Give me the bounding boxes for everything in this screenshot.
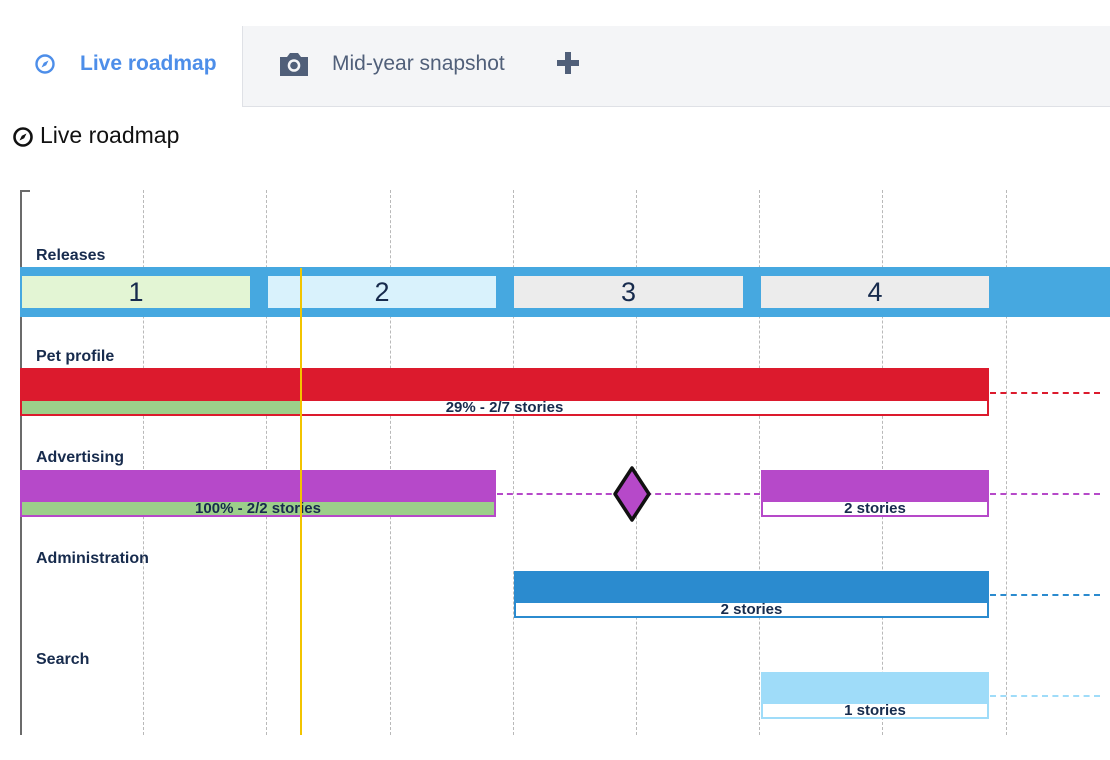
progress-bar-advertising: 100% - 2/2 stories [20, 500, 496, 517]
epic-bar-advertising-2[interactable] [761, 470, 989, 500]
tab-label: Mid-year snapshot [332, 52, 505, 75]
epic-bar-administration[interactable] [514, 571, 989, 601]
progress-fill [22, 401, 302, 414]
tab-bar: Live roadmap Mid-year snapshot [0, 26, 1110, 107]
epic-label-advertising: Advertising [36, 449, 125, 466]
compass-icon [35, 54, 55, 74]
dependency-line [990, 695, 1100, 697]
plus-icon[interactable] [555, 50, 581, 76]
release-1[interactable]: 1 [22, 276, 250, 308]
epic-label-pet-profile: Pet profile [36, 348, 115, 365]
progress-text: 2 stories [844, 500, 906, 517]
milestone-diamond-icon[interactable] [612, 465, 652, 523]
epic-label-search: Search [36, 651, 90, 668]
progress-bar-pet-profile: 29% - 2/7 stories [20, 399, 989, 416]
gridline [390, 190, 391, 735]
tab-live-roadmap[interactable]: Live roadmap [0, 26, 243, 107]
gridline [513, 190, 514, 735]
axis-cap [20, 190, 30, 192]
gridline [266, 190, 267, 735]
page-title: Live roadmap [40, 122, 180, 148]
release-2[interactable]: 2 [268, 276, 496, 308]
progress-text: 29% - 2/7 stories [445, 399, 564, 416]
progress-bar-advertising-2: 2 stories [761, 500, 989, 517]
dependency-line [990, 594, 1100, 596]
gridline [143, 190, 144, 735]
epic-bar-search[interactable] [761, 672, 989, 702]
gridline [759, 190, 760, 735]
dependency-line [990, 493, 1100, 495]
progress-fill [22, 502, 494, 515]
gridline [1006, 190, 1007, 735]
gridline [882, 190, 883, 735]
releases-label: Releases [36, 247, 106, 264]
progress-text: 2 stories [720, 601, 783, 618]
release-3[interactable]: 3 [514, 276, 743, 308]
camera-icon [280, 53, 308, 76]
tab-mid-year-snapshot[interactable]: Mid-year snapshot [243, 26, 533, 106]
progress-text: 1 stories [844, 702, 906, 719]
epic-label-administration: Administration [36, 550, 149, 567]
compass-icon [13, 127, 33, 147]
release-4[interactable]: 4 [761, 276, 989, 308]
gridline [636, 190, 637, 735]
timeline-axis [20, 190, 22, 735]
progress-text: 100% - 2/2 stories [195, 500, 321, 517]
dependency-line [990, 392, 1100, 394]
epic-bar-advertising[interactable] [20, 470, 496, 500]
progress-bar-administration: 2 stories [514, 601, 989, 618]
tab-label: Live roadmap [80, 52, 217, 75]
epic-bar-pet-profile[interactable] [20, 368, 989, 399]
today-marker [300, 268, 302, 735]
progress-bar-search: 1 stories [761, 702, 989, 719]
